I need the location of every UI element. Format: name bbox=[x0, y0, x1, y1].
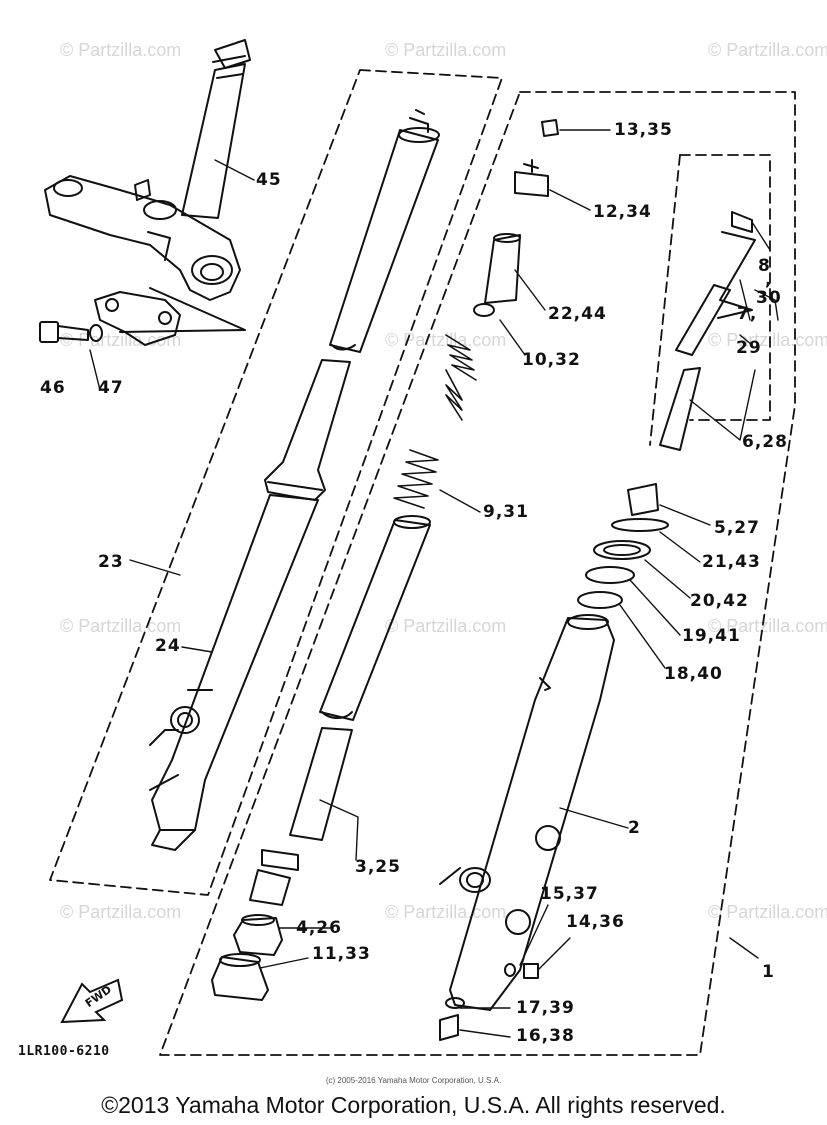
callout-29: 29 bbox=[736, 338, 762, 358]
fork-spring bbox=[393, 334, 477, 509]
diagram-code: 1LR100-6210 bbox=[18, 1044, 110, 1059]
callout-1: 1 bbox=[762, 962, 775, 982]
callout-13-35: 13,35 bbox=[614, 120, 673, 140]
copyright: ©2013 Yamaha Motor Corporation, U.S.A. A… bbox=[101, 1092, 726, 1118]
watermark: © Partzilla.com bbox=[708, 902, 827, 922]
spacer bbox=[484, 233, 521, 304]
seal-stack bbox=[577, 483, 669, 609]
watermark: © Partzilla.com bbox=[708, 40, 827, 60]
watermark: © Partzilla.com bbox=[385, 616, 507, 636]
callout-12-34: 12,34 bbox=[593, 202, 652, 222]
watermark: © Partzilla.com bbox=[385, 902, 507, 922]
callout-16-38: 16,38 bbox=[516, 1026, 575, 1046]
callout-7: 7, bbox=[737, 304, 758, 324]
nut bbox=[541, 119, 559, 137]
callout-10-32: 10,32 bbox=[522, 350, 581, 370]
watermark: © Partzilla.com bbox=[385, 40, 507, 60]
inner-tube bbox=[249, 515, 431, 906]
watermark: © Partzilla.com bbox=[60, 40, 182, 60]
assembly-boundary-inner bbox=[649, 154, 771, 446]
callout-4-26: 4,26 bbox=[296, 918, 342, 938]
watermark: © Partzilla.com bbox=[60, 616, 182, 636]
callout-11-33: 11,33 bbox=[312, 944, 371, 964]
callout-8: 8 bbox=[758, 256, 771, 276]
callout-2: 2 bbox=[628, 818, 641, 838]
callout-30: 30 bbox=[756, 288, 782, 308]
callout-24: 24 bbox=[155, 636, 181, 656]
watermark: © Partzilla.com bbox=[708, 330, 827, 350]
outer-tube-left bbox=[149, 359, 351, 851]
callout-46: 46 bbox=[40, 378, 66, 398]
callout-47: 47 bbox=[98, 378, 124, 398]
bolt-46 bbox=[39, 321, 89, 343]
callout-14-36: 14,36 bbox=[566, 912, 625, 932]
callout-3-25: 3,25 bbox=[355, 857, 401, 877]
callout-23: 23 bbox=[98, 552, 124, 572]
callout-6-28: 6,28 bbox=[742, 432, 788, 452]
assembly-boundary-left bbox=[49, 69, 503, 896]
callout-17-39: 17,39 bbox=[516, 998, 575, 1018]
washer-47 bbox=[89, 324, 103, 342]
spring-seat bbox=[473, 303, 495, 317]
small-copyright: (c) 2005-2016 Yamaha Motor Corporation, … bbox=[325, 1076, 502, 1085]
damper-rod bbox=[659, 211, 756, 451]
under-bracket bbox=[44, 175, 241, 301]
callout-5-27: 5,27 bbox=[714, 518, 760, 538]
steering-stem bbox=[181, 39, 251, 219]
fork-clamp bbox=[94, 287, 246, 346]
fork-tube-upper bbox=[329, 109, 440, 353]
watermark: © Partzilla.com bbox=[708, 616, 827, 636]
callout-19-41: 19,41 bbox=[682, 626, 741, 646]
dust-seal bbox=[211, 953, 269, 1001]
oil-lock-piece bbox=[233, 914, 283, 956]
callout-21-43: 21,43 bbox=[702, 552, 761, 572]
callout-20-42: 20,42 bbox=[690, 591, 749, 611]
outer-tube-right bbox=[439, 614, 615, 1011]
drain-bolt bbox=[439, 963, 539, 1041]
callout-15-37: 15,37 bbox=[540, 884, 599, 904]
callout-18-40: 18,40 bbox=[664, 664, 723, 684]
assembly-boundary-right bbox=[159, 91, 796, 1056]
callout-comma: , bbox=[765, 270, 773, 290]
leader-lines bbox=[89, 129, 779, 1038]
callout-45: 45 bbox=[256, 170, 282, 190]
cap-bolt bbox=[514, 159, 549, 197]
fwd-arrow-icon bbox=[60, 978, 124, 1024]
watermark: © Partzilla.com bbox=[385, 330, 507, 350]
callout-9-31: 9,31 bbox=[483, 502, 529, 522]
watermark: © Partzilla.com bbox=[60, 902, 182, 922]
callout-22-44: 22,44 bbox=[548, 304, 607, 324]
